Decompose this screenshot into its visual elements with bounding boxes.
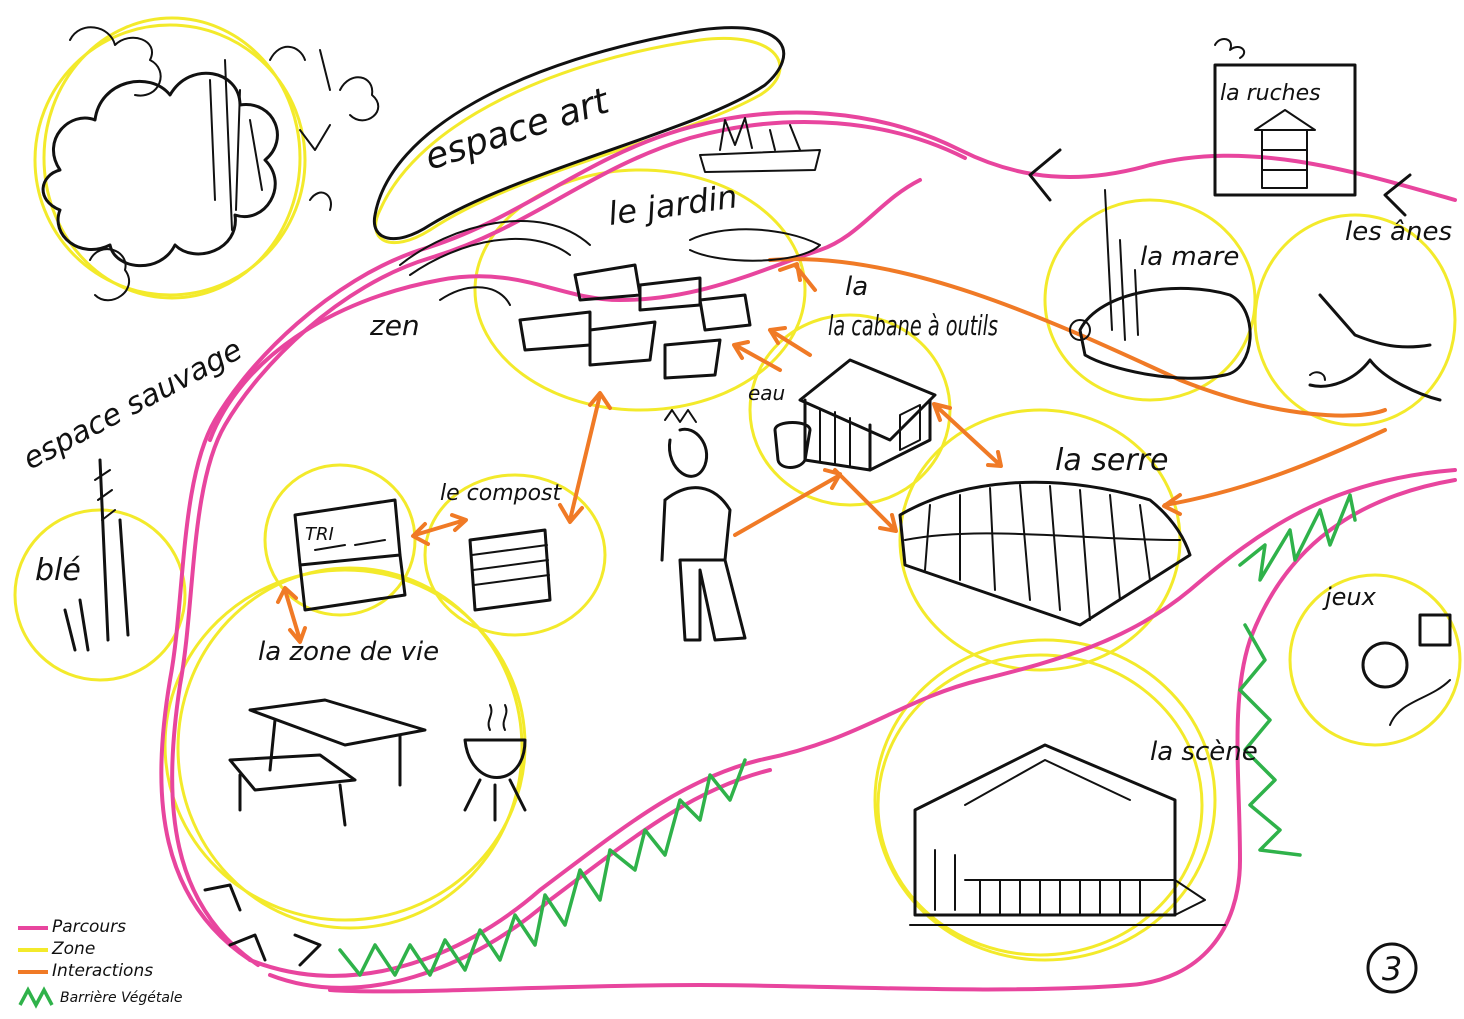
label-ruches: la ruches xyxy=(1220,81,1321,106)
label-jardin: le jardin xyxy=(606,177,740,233)
legend-label-parcours: Parcours xyxy=(52,917,126,937)
label-scene: la scène xyxy=(1150,737,1258,767)
zone-espace-art xyxy=(374,37,782,245)
arrow-jardin-compost xyxy=(558,391,612,524)
person-icon xyxy=(660,409,747,642)
arrow-jardin-anes xyxy=(768,257,1387,418)
zone-tri xyxy=(263,463,417,617)
label-zen: zen xyxy=(369,309,420,342)
page-number: 3 xyxy=(1382,950,1402,988)
page-number-circle xyxy=(1366,942,1418,994)
trees-icon xyxy=(41,26,380,302)
barriere-vegetale xyxy=(338,493,1357,977)
label-ble: blé xyxy=(35,553,81,588)
zone-scene xyxy=(873,638,1217,962)
label-jeux: jeux xyxy=(1322,583,1377,611)
label-tri: TRI xyxy=(305,524,334,545)
label-eau: eau xyxy=(748,381,785,405)
interaction-arrows xyxy=(276,257,1387,644)
zone-ble xyxy=(13,508,187,682)
path-direction-markers xyxy=(203,148,1412,967)
pond-icon xyxy=(1069,189,1252,380)
water-barrel-icon xyxy=(773,421,812,469)
label-mare: la mare xyxy=(1140,242,1239,272)
legend-label-interactions: Interactions xyxy=(52,961,153,981)
label-cabane-1: la xyxy=(845,272,868,302)
label-compost: le compost xyxy=(440,481,563,506)
zone-circles xyxy=(13,16,1462,962)
zone-anes xyxy=(1253,213,1457,427)
picnic-table-icon xyxy=(228,698,427,827)
stage-icon xyxy=(909,743,1226,926)
donkey-icon xyxy=(1308,293,1442,402)
games-icon xyxy=(1361,613,1452,726)
greenhouse-icon xyxy=(898,480,1192,627)
zone-mare xyxy=(1043,198,1257,402)
sorting-station-icon xyxy=(293,498,407,612)
label-serre: la serre xyxy=(1055,443,1168,478)
barbecue-icon xyxy=(463,704,527,822)
beehive-icon xyxy=(1213,38,1357,197)
espace-art-outline xyxy=(372,26,786,241)
arrow-tri-vie xyxy=(276,586,307,644)
compost-bin-icon xyxy=(468,528,552,612)
parcours-path xyxy=(159,110,1457,994)
zone-jardin xyxy=(473,168,807,412)
arrow-cabane-serre xyxy=(833,468,898,533)
zone-espace-sauvage xyxy=(33,23,307,297)
label-cabane: la cabane à outils xyxy=(828,309,998,342)
shed-icon xyxy=(773,358,937,472)
wheat-icon xyxy=(63,458,130,652)
garden-beds-icon xyxy=(399,117,821,380)
legend-label-barriere: Barrière Végétale xyxy=(60,990,182,1006)
legend-label-zone: Zone xyxy=(51,939,95,959)
zone-compost xyxy=(423,473,607,637)
label-anes: les ânes xyxy=(1345,217,1452,247)
label-zone-de-vie: la zone de vie xyxy=(258,637,439,667)
legend: Parcours Zone Interactions Barrière Végé… xyxy=(18,917,182,1009)
zone-jeux xyxy=(1288,573,1462,747)
arrow-tri-compost xyxy=(411,513,468,546)
label-espace-art: espace art xyxy=(420,80,615,178)
legend-swatch-barriere xyxy=(18,986,54,1009)
